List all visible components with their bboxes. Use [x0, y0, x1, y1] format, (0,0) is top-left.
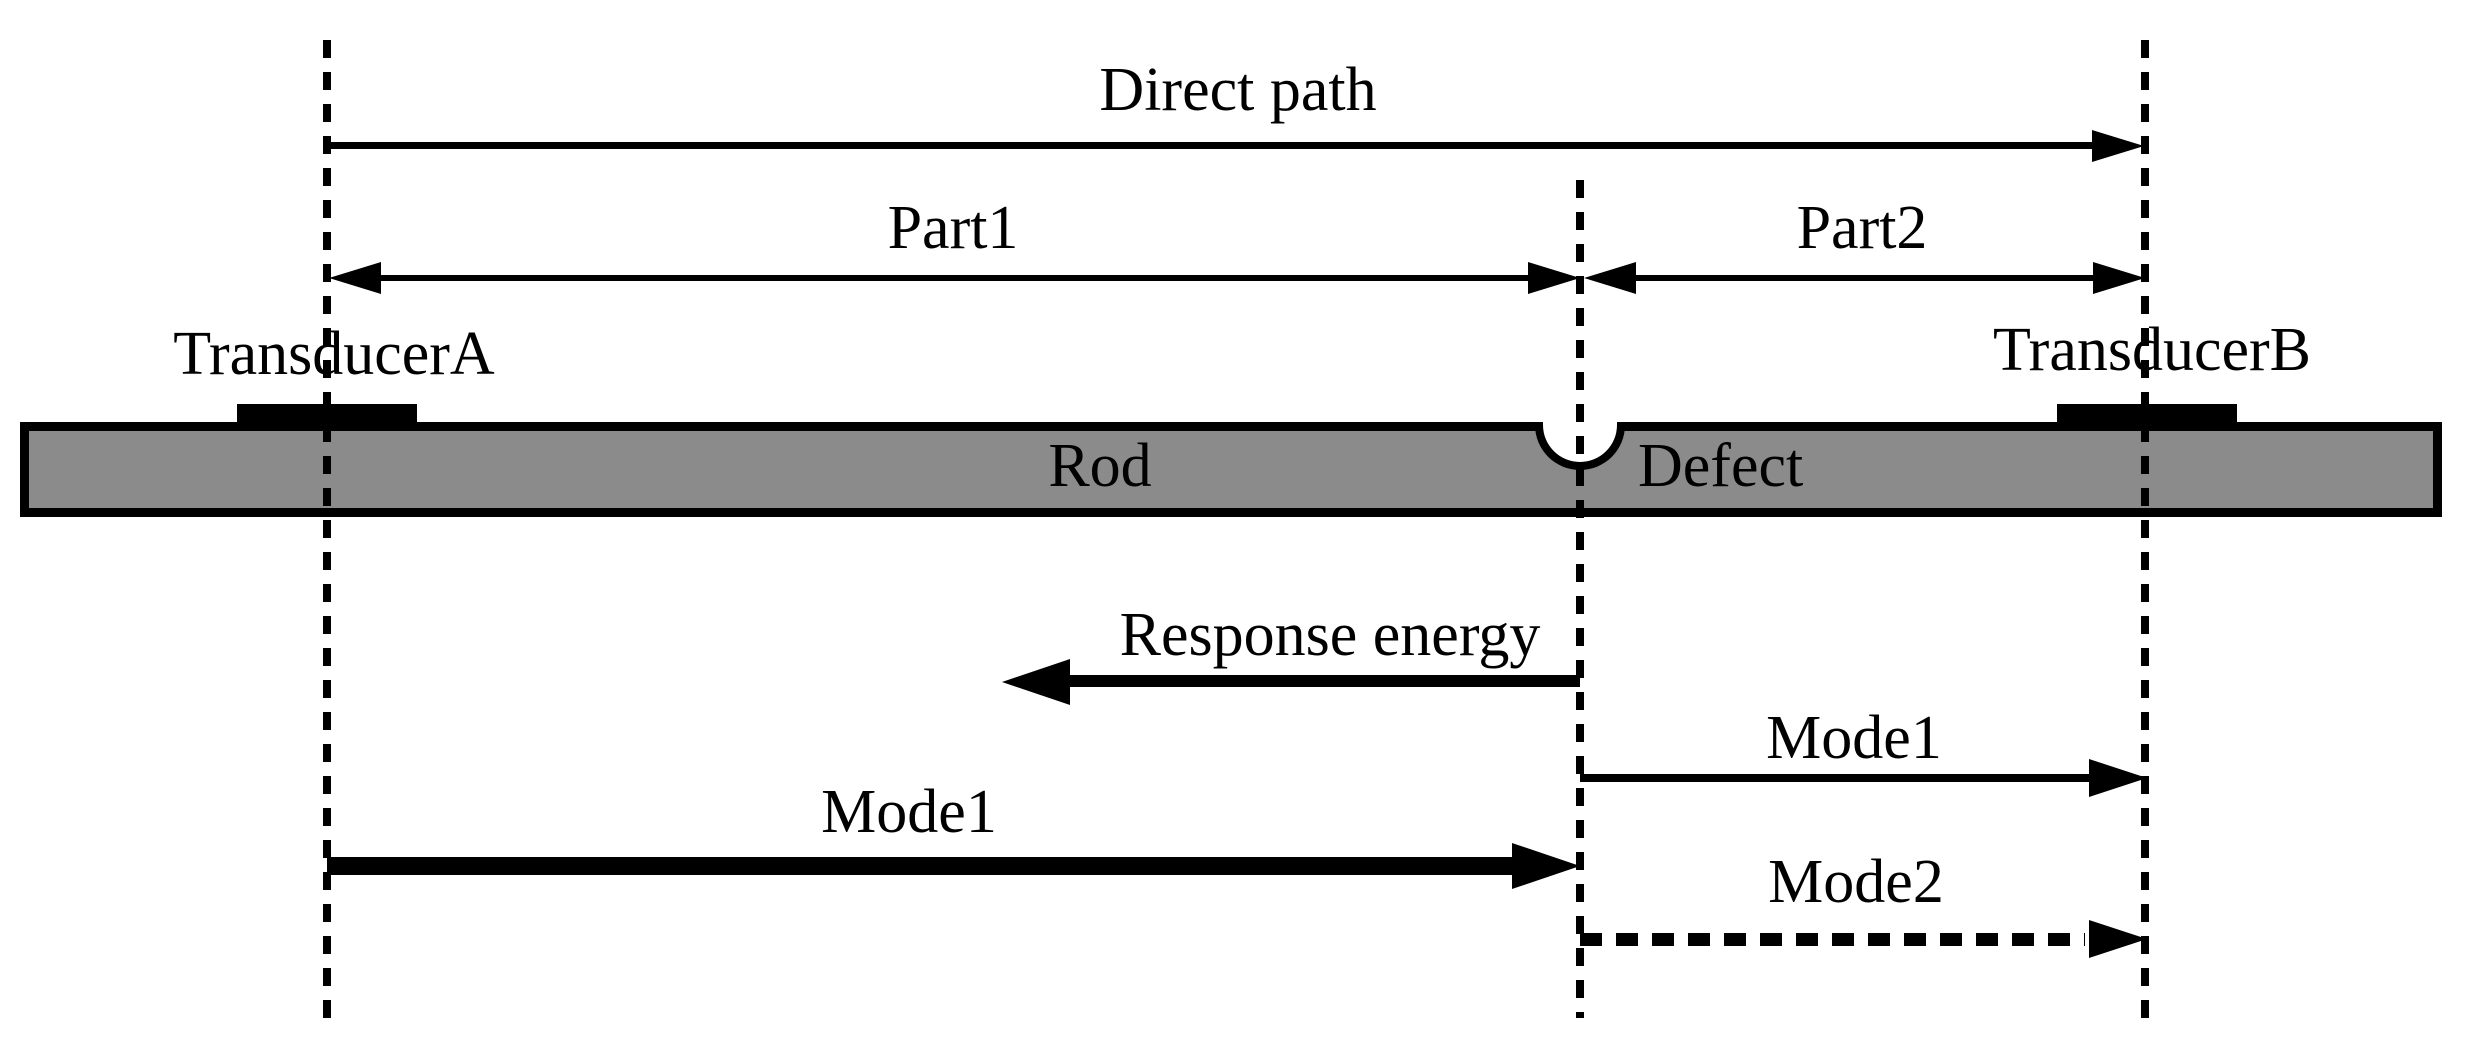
transducer-a-label: TransducerA	[173, 320, 495, 388]
transducer-b-reference-line	[2141, 40, 2149, 1018]
rod-label: Rod	[1048, 432, 1152, 500]
mode1-defect-to-b-arrow-line	[1580, 774, 2095, 782]
mode1-defect-to-b-label: Mode1	[1766, 704, 1942, 772]
part2-right-arrowhead-icon	[2093, 262, 2145, 294]
direct-path-arrowhead-icon	[2092, 130, 2144, 162]
mode1-a-to-defect-label: Mode1	[821, 778, 997, 846]
rod-body	[20, 422, 2442, 517]
mode1-defect-to-b-arrowhead-icon	[2089, 759, 2147, 797]
mode2-arrowhead-icon	[2089, 920, 2147, 958]
part2-label: Part2	[1796, 194, 1928, 262]
part1-left-arrowhead-icon	[329, 262, 381, 294]
direct-path-arrow-line	[327, 142, 2102, 149]
transducer-a-reference-line	[323, 40, 331, 1018]
response-energy-label: Response energy	[1119, 601, 1541, 669]
part1-arrow-line	[340, 275, 1545, 281]
mode2-dashed-arrow-line	[1580, 933, 2085, 946]
response-energy-arrowhead-icon	[1002, 659, 1070, 705]
part1-right-arrowhead-icon	[1528, 262, 1580, 294]
defect-reference-line	[1576, 180, 1584, 1018]
mode1-a-to-defect-arrow-line	[327, 857, 1517, 875]
part1-label: Part1	[887, 194, 1019, 262]
part2-left-arrowhead-icon	[1584, 262, 1636, 294]
direct-path-label: Direct path	[1099, 56, 1377, 124]
mode2-label: Mode2	[1768, 848, 1944, 916]
mode1-a-to-defect-arrowhead-icon	[1512, 843, 1580, 889]
defect-label: Defect	[1638, 432, 1804, 500]
response-energy-arrow-line	[1050, 675, 1580, 687]
part2-arrow-line	[1596, 275, 2106, 281]
transducer-b-label: TransducerB	[1992, 316, 2312, 384]
